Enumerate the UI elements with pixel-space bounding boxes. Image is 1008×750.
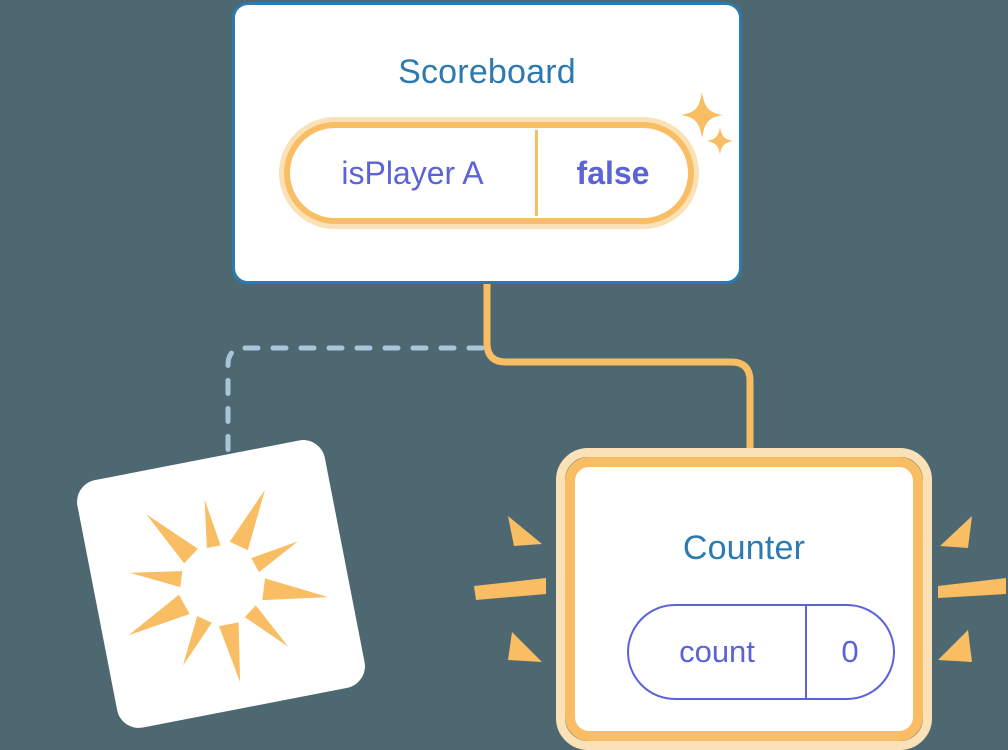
scoreboard-pill-key: isPlayer A bbox=[341, 154, 484, 191]
scoreboard-pill-body[interactable]: isPlayer A false bbox=[284, 122, 694, 224]
sparkle-small-icon bbox=[707, 127, 733, 155]
ray-middle bbox=[474, 578, 546, 600]
counter-pill-key: count bbox=[679, 634, 755, 669]
scoreboard-card[interactable]: Scoreboard isPlayer A false bbox=[232, 2, 742, 284]
burst-rays-rotated-card bbox=[128, 489, 329, 683]
counter-card-inner: Counter count 0 bbox=[565, 457, 923, 741]
rotated-highlight-card bbox=[73, 436, 369, 732]
scoreboard-pill[interactable]: isPlayer A false bbox=[279, 117, 699, 229]
scoreboard-pill-divider bbox=[535, 130, 538, 216]
ray-middle bbox=[938, 578, 1006, 598]
scoreboard-title: Scoreboard bbox=[398, 53, 576, 91]
burst-rays-right-of-counter bbox=[938, 516, 1006, 662]
counter-pill[interactable]: count 0 bbox=[627, 604, 895, 700]
counter-card[interactable]: Counter count 0 bbox=[556, 448, 932, 750]
scoreboard-pill-value: false bbox=[576, 154, 650, 191]
ray-upper bbox=[508, 516, 542, 546]
burst-rays-left-of-counter bbox=[474, 516, 546, 662]
ray-upper bbox=[940, 516, 972, 548]
ray-lower bbox=[938, 630, 972, 662]
counter-pill-value: 0 bbox=[841, 634, 859, 669]
counter-pill-divider bbox=[805, 606, 807, 698]
ray-lower bbox=[508, 632, 542, 662]
sparkle-large-icon bbox=[681, 92, 723, 138]
orange-connector-scoreboard-to-counter bbox=[483, 284, 754, 460]
counter-title: Counter bbox=[682, 529, 806, 567]
